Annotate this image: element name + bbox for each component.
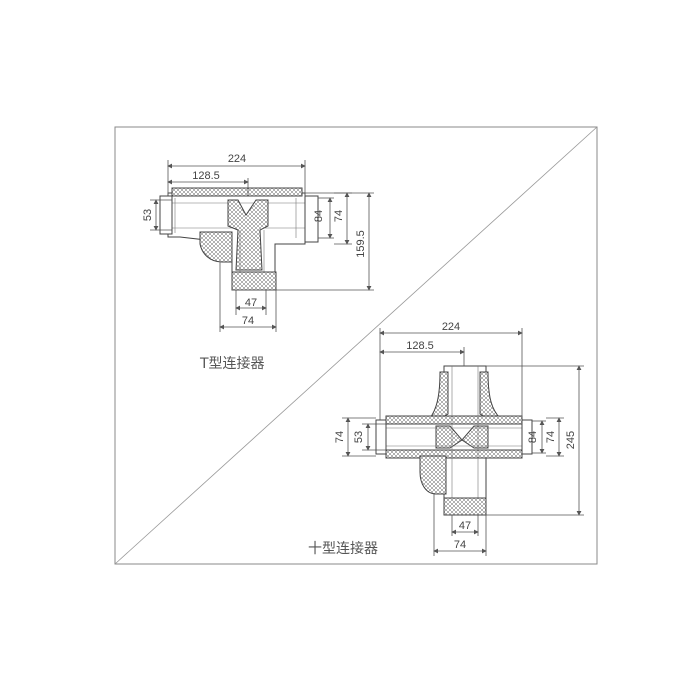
- cross-dim-right-outer: 74: [545, 431, 557, 443]
- t-dim-bottom-outer: 74: [242, 315, 254, 327]
- cross-dim-height: 245: [565, 431, 577, 449]
- t-dim-left-inner: 53: [142, 209, 154, 221]
- t-connector-drawing: 224 128.5 53 84 74 159.5 47 74: [142, 153, 374, 332]
- t-dim-height: 159.5: [355, 230, 367, 258]
- t-left-flange: [159, 195, 173, 235]
- cross-dim-bottom-inner: 47: [459, 520, 471, 532]
- cross-left-flange: [375, 419, 387, 455]
- cross-top-shoulder-right: [479, 371, 502, 421]
- t-right-flange: [304, 195, 319, 243]
- t-connector-caption: T型连接器: [199, 355, 265, 372]
- cross-top-band: [385, 415, 523, 425]
- cross-dim-overall-length: 224: [442, 321, 460, 333]
- t-dim-offset-length: 128.5: [192, 170, 220, 182]
- cross-dim-bottom-outer: 74: [454, 539, 466, 551]
- frame-border: [114, 126, 598, 565]
- t-dim-overall-length: 224: [228, 153, 246, 165]
- cross-dim-left-inner: 53: [353, 431, 365, 443]
- t-top-band: [171, 187, 303, 197]
- t-inner-bore: [227, 199, 269, 271]
- t-bottom-spigot: [231, 271, 277, 291]
- cross-bottom-band: [385, 449, 523, 459]
- t-dim-right-inner: 84: [313, 210, 325, 222]
- cross-top-shoulder-left: [429, 371, 449, 421]
- cross-right-flange: [521, 419, 533, 455]
- t-dim-bottom-inner: 47: [245, 297, 257, 309]
- t-lower-boss: [199, 231, 233, 263]
- cross-lower-boss: [419, 455, 447, 495]
- cross-inner-bore: [435, 425, 489, 449]
- cross-dim-offset-length: 128.5: [406, 340, 434, 352]
- t-dim-right-outer: 74: [333, 210, 345, 222]
- cross-dim-right-inner: 84: [527, 431, 539, 443]
- cross-bottom-spigot: [443, 497, 487, 516]
- cross-connector-caption: 十型连接器: [308, 540, 378, 557]
- frame-diagonal: [114, 126, 598, 565]
- cross-connector-drawing: 224 128.5 74 53 84 74 245 47: [334, 321, 584, 556]
- cross-dim-left-outer: 74: [334, 431, 346, 443]
